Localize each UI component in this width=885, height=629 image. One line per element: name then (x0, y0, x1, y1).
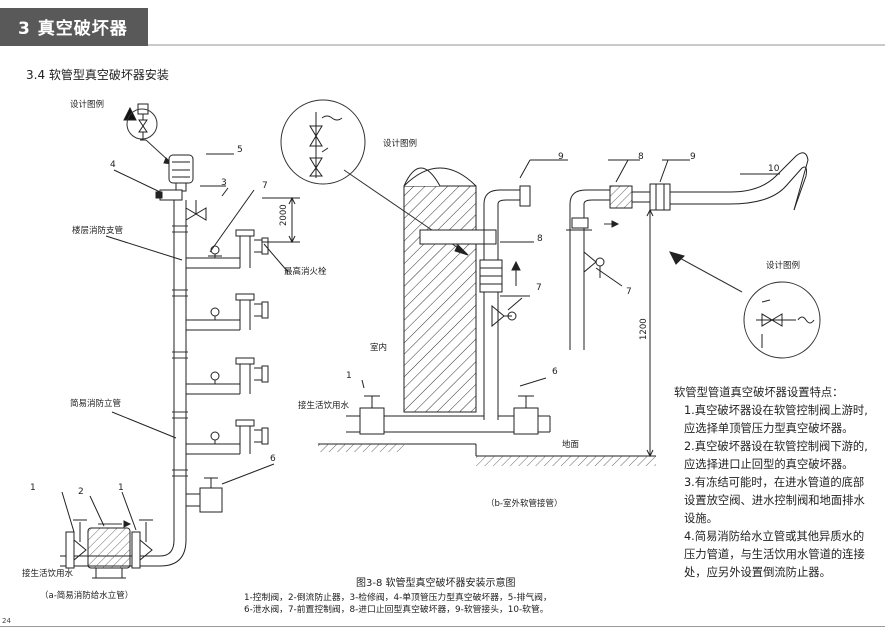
legend-icon-a (123, 103, 158, 141)
label-1b: 1 (118, 483, 124, 493)
label-10: 10 (768, 164, 780, 174)
label-6: 6 (270, 454, 276, 464)
label-water-supply-b: 接生活饮用水 (298, 400, 350, 411)
label-8b: 8 (638, 152, 644, 162)
label-3: 3 (221, 178, 227, 188)
label-indoor: 室内 (370, 342, 387, 353)
notes-panel: 软管型管道真空破坏器设置特点： 1.真空破坏器设在软管控制阀上游时,应选择单顶管… (674, 384, 874, 582)
backflow-preventer (87, 527, 131, 579)
diagram-a-labels: 设计图例 5 4 3 7 楼层消防支管 最高消火栓 2000 简易消防立管 6 … (22, 99, 327, 601)
label-water-supply-a: 接生活饮用水 (22, 568, 74, 579)
label-1b-diag: 1 (346, 371, 352, 381)
label-7b: 7 (626, 287, 632, 297)
legend-icon-b-left (280, 99, 366, 185)
label-6b: 6 (552, 367, 558, 377)
footer-rule (0, 626, 885, 627)
label-2000: 2000 (279, 204, 289, 226)
hydrant-level-2 (186, 293, 269, 331)
figure-legend-line-1: 1-控制阀，2-倒流防止器，3-检修阀，4-单顶管压力型真空破坏器，5-排气阀， (244, 591, 552, 603)
legend-label-a: 设计图例 (70, 99, 104, 110)
label-ground: 地面 (562, 439, 580, 450)
label-8a: 8 (537, 234, 543, 244)
label-9b: 9 (690, 152, 696, 162)
label-7a: 7 (536, 283, 542, 293)
section-subtitle: 3.4 软管型真空破坏器安装 (26, 68, 169, 82)
note-item: 4.简易消防给水立管或其他异质水的压力管道，与生活饮用水管道的连接处，应另外设置… (684, 530, 865, 579)
caption-b: （b-室外软管接管） (486, 498, 562, 509)
label-floor-branch: 楼层消防支管 (72, 225, 123, 236)
diagram-a (60, 103, 300, 579)
figure-title: 图3-8 软管型真空破坏器安装示意图 (356, 576, 516, 589)
hydrant-level-3 (186, 357, 269, 395)
caption-a: （a-简易消防给水立管） (40, 590, 133, 601)
legend-label-b-right: 设计图例 (766, 260, 800, 271)
figure-caption: 图3-8 软管型真空破坏器安装示意图 1-控制阀，2-倒流防止器，3-检修阀，4… (244, 576, 552, 615)
label-7: 7 (262, 181, 268, 191)
hydrant-level-4 (186, 419, 269, 455)
section-header-title: 3 真空破坏器 (18, 19, 128, 39)
label-2: 2 (78, 487, 84, 497)
control-valve-left (65, 519, 87, 569)
hydrant-level-1 (186, 229, 269, 269)
notes-heading: 软管型管道真空破坏器设置特点： (674, 386, 844, 399)
figure-legend-line-2: 6-泄水阀，7-前置控制阀，8-进口止回型真空破坏器，9-软管接头，10-软管。 (244, 603, 549, 615)
header-rule (148, 44, 885, 46)
label-1a: 1 (30, 483, 36, 493)
label-9a: 9 (558, 152, 564, 162)
label-1200: 1200 (639, 318, 649, 340)
label-top-hydrant: 最高消火栓 (284, 266, 327, 277)
label-5: 5 (237, 145, 243, 155)
diagram-b (280, 99, 821, 466)
diagram-b-labels: 设计图例 9 8 7 室内 1 6 接生活饮用水 地面 8 9 10 7 设计图… (298, 138, 800, 509)
section-header: 3 真空破坏器 (0, 8, 148, 46)
legend-label-b-left: 设计图例 (383, 138, 417, 149)
note-item: 2.真空破坏器设在软管控制阀下游的,应选择进口止回型的真空破坏器。 (684, 440, 868, 471)
note-item: 3.有冻结可能时，在进水管道的底部设置放空阀、进水控制阀和地面排水设施。 (684, 476, 865, 525)
label-4: 4 (110, 160, 116, 170)
legend-icon-b-right (743, 281, 821, 359)
page-number: 24 (2, 617, 11, 625)
control-valve-right (131, 519, 153, 569)
note-item: 1.真空破坏器设在软管控制阀上游时,应选择单顶管压力型真空破坏器。 (684, 404, 868, 435)
label-simple-riser: 简易消防立管 (70, 398, 121, 409)
